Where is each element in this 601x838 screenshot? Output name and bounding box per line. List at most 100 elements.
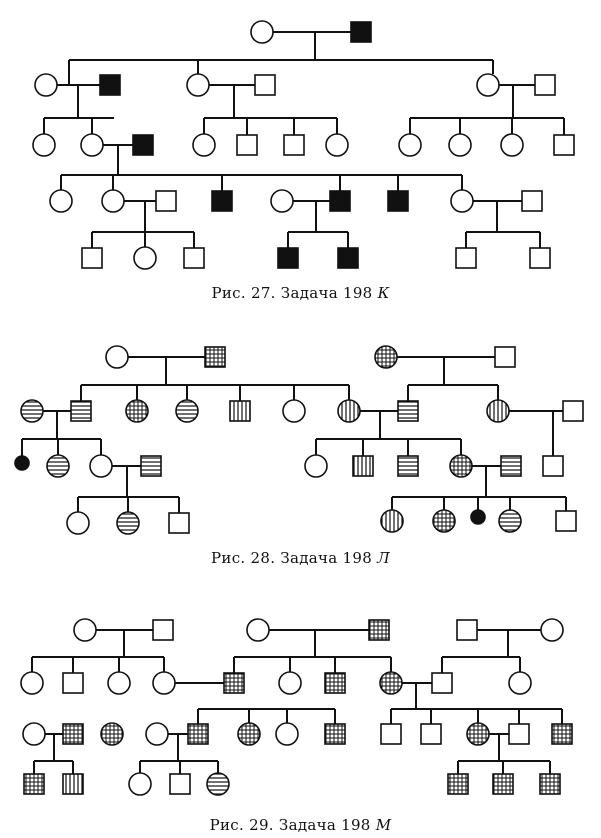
male-square	[368, 619, 390, 641]
male-square	[521, 190, 543, 212]
female-circle	[304, 454, 328, 478]
female-circle	[379, 671, 403, 695]
female-circle	[128, 772, 152, 796]
male-square	[529, 247, 551, 269]
male-square	[229, 400, 251, 422]
male-square	[551, 723, 573, 745]
female-circle	[34, 73, 58, 97]
male-square	[397, 455, 419, 477]
female-circle	[246, 618, 270, 642]
male-square	[539, 773, 561, 795]
male-square	[81, 247, 103, 269]
female-circle	[186, 73, 210, 97]
female-circle	[432, 509, 456, 533]
female-circle	[398, 133, 422, 157]
female-circle	[20, 399, 44, 423]
male-square	[132, 134, 154, 156]
male-square	[70, 400, 92, 422]
female-circle	[125, 399, 149, 423]
male-square	[456, 619, 478, 641]
female-circle	[448, 133, 472, 157]
caption-letter: М	[375, 816, 392, 834]
female-circle	[89, 454, 113, 478]
female-circle	[449, 454, 473, 478]
male-square	[140, 455, 162, 477]
female-circle	[374, 345, 398, 369]
female-circle	[275, 722, 299, 746]
male-square	[352, 455, 374, 477]
female-circle	[152, 671, 176, 695]
caption-text: Рис. 29. Задача 198	[209, 816, 371, 834]
male-square	[492, 773, 514, 795]
male-square	[350, 21, 372, 43]
female-circle	[282, 399, 306, 423]
male-square	[169, 773, 191, 795]
caption-letter: К	[377, 284, 390, 302]
female-circle	[250, 20, 274, 44]
female-circle	[237, 722, 261, 746]
male-square	[555, 510, 577, 532]
pedigree-lines	[21, 31, 567, 774]
female-circle	[133, 246, 157, 270]
male-square	[223, 672, 245, 694]
male-square	[99, 74, 121, 96]
female-circle	[80, 133, 104, 157]
male-square	[152, 619, 174, 641]
male-square	[508, 723, 530, 745]
male-square	[494, 346, 516, 368]
figure-caption-29: Рис. 29. Задача 198 М	[0, 816, 601, 834]
male-square	[380, 723, 402, 745]
male-square	[283, 134, 305, 156]
male-square	[397, 400, 419, 422]
male-square	[542, 455, 564, 477]
female-circle	[73, 618, 97, 642]
female-circle	[466, 722, 490, 746]
female-circle	[100, 722, 124, 746]
male-square	[337, 247, 359, 269]
female-circle	[145, 722, 169, 746]
male-square	[553, 134, 575, 156]
female-circle	[380, 509, 404, 533]
female-circle	[116, 511, 140, 535]
male-square	[23, 773, 45, 795]
male-square	[62, 773, 84, 795]
female-circle	[46, 454, 70, 478]
female-circle	[206, 772, 230, 796]
female-circle	[486, 399, 510, 423]
male-square	[324, 672, 346, 694]
female-circle	[278, 671, 302, 695]
male-square	[211, 190, 233, 212]
female-circle	[192, 133, 216, 157]
male-square	[254, 74, 276, 96]
male-square	[155, 190, 177, 212]
female-circle	[498, 509, 522, 533]
caption-text: Рис. 27. Задача 198	[211, 284, 373, 302]
male-square	[420, 723, 442, 745]
female-circle	[270, 189, 294, 213]
female-circle	[500, 133, 524, 157]
female-circle	[450, 189, 474, 213]
figure-caption-28: Рис. 28. Задача 198 Л	[0, 549, 601, 567]
male-square	[534, 74, 556, 96]
female-circle	[22, 722, 46, 746]
female-circle	[175, 399, 199, 423]
male-square	[204, 346, 226, 368]
female-circle	[325, 133, 349, 157]
figure-caption-27: Рис. 27. Задача 198 К	[0, 284, 601, 302]
female-circle	[101, 189, 125, 213]
male-square	[431, 672, 453, 694]
male-square	[236, 134, 258, 156]
female-circle	[20, 671, 44, 695]
female-circle	[105, 345, 129, 369]
male-square	[62, 672, 84, 694]
caption-text: Рис. 28. Задача 198	[211, 549, 373, 567]
male-square	[387, 190, 409, 212]
male-square	[62, 723, 84, 745]
male-square	[168, 512, 190, 534]
male-square	[324, 723, 346, 745]
caption-letter: Л	[377, 549, 390, 567]
male-square	[455, 247, 477, 269]
female-circle	[470, 509, 486, 525]
